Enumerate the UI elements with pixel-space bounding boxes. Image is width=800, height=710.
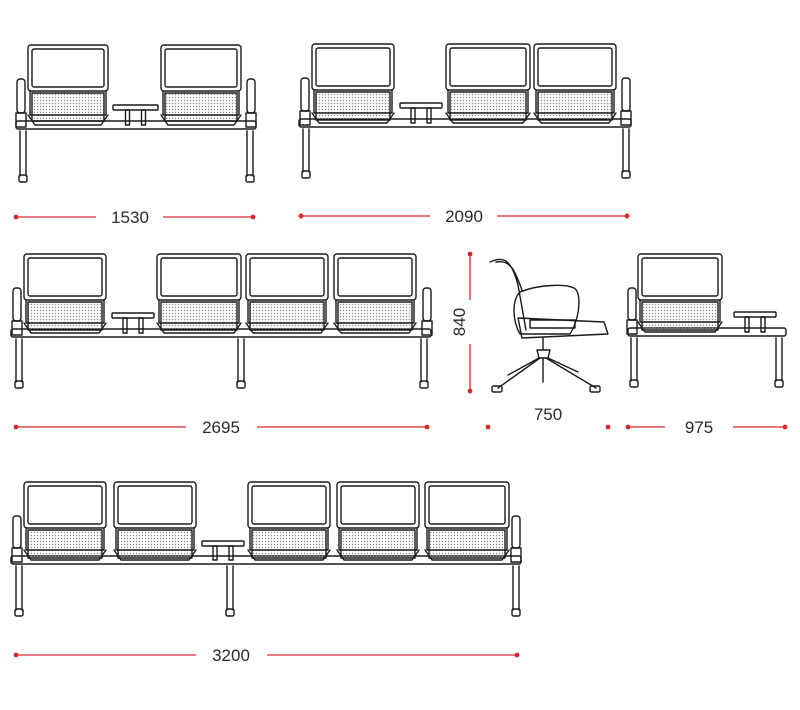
side-view-chair — [489, 258, 609, 393]
perforated-back — [315, 91, 391, 121]
leg — [419, 338, 429, 389]
dimension-endpoint — [605, 424, 611, 430]
dimension-label-840: 840 — [450, 308, 469, 336]
armrest — [11, 287, 23, 336]
dimension-endpoint — [625, 424, 631, 430]
leg — [245, 130, 255, 183]
foot — [589, 385, 601, 393]
seat — [445, 43, 531, 124]
perforated-back — [117, 529, 193, 559]
dimension-label-2695: 2695 — [202, 418, 240, 437]
dimension-endpoint — [467, 251, 473, 257]
leg — [629, 337, 639, 388]
leg — [225, 565, 235, 617]
perforated-back — [337, 301, 413, 331]
dimension-endpoint — [485, 424, 491, 430]
perforated-back — [164, 92, 238, 122]
dimension-endpoint — [298, 213, 304, 219]
armrest — [626, 287, 638, 335]
leg — [18, 130, 28, 183]
dimension-line — [625, 424, 788, 430]
dimension-line — [298, 213, 630, 219]
armrest — [510, 515, 522, 563]
dimension-label-3200: 3200 — [212, 646, 250, 665]
leg — [301, 128, 311, 179]
dimension-endpoint — [782, 424, 788, 430]
leg — [774, 337, 784, 388]
perforated-back — [251, 529, 327, 559]
perforated-back — [449, 91, 527, 121]
leg — [511, 565, 521, 617]
leg — [14, 565, 24, 617]
armrest — [421, 287, 433, 336]
seat — [156, 253, 242, 334]
perforated-back — [27, 301, 103, 331]
seat — [333, 253, 417, 334]
side-table — [201, 540, 245, 561]
dimension-label-2090: 2090 — [445, 207, 483, 226]
armrest — [299, 77, 311, 126]
seating-row — [10, 481, 522, 617]
seat — [23, 481, 107, 561]
perforated-back — [641, 301, 719, 331]
armrest — [11, 515, 23, 563]
side-table — [111, 312, 155, 334]
leg — [621, 128, 631, 179]
seating-row — [298, 43, 632, 179]
seat — [247, 481, 331, 561]
leg — [236, 338, 246, 389]
seating-row — [15, 44, 257, 183]
leg — [14, 338, 24, 389]
perforated-back — [537, 91, 613, 121]
armrest-loop — [513, 284, 580, 335]
perforated-back — [160, 301, 238, 331]
armrest — [15, 78, 27, 128]
dimension-label-750: 750 — [534, 405, 562, 424]
dimension-label-1530: 1530 — [111, 208, 149, 227]
foot — [491, 385, 503, 393]
perforated-back — [249, 301, 325, 331]
dimension-endpoint — [13, 652, 19, 658]
seat — [245, 253, 329, 334]
dimension-endpoint — [13, 424, 19, 430]
dimension-line — [13, 214, 256, 220]
seat — [160, 44, 242, 126]
dimension-line — [467, 251, 473, 394]
dimension-line — [13, 652, 520, 658]
side-table — [733, 311, 777, 333]
seat — [533, 43, 617, 124]
seating-row — [626, 253, 787, 388]
dimension-label-975: 975 — [685, 418, 713, 437]
dimension-endpoint — [424, 424, 430, 430]
chair-frame — [489, 258, 527, 331]
armrest — [620, 77, 632, 126]
side-table — [112, 104, 159, 126]
dimension-endpoint — [13, 214, 19, 220]
side-table — [399, 102, 443, 124]
perforated-back — [428, 529, 506, 559]
dimension-endpoint — [514, 652, 520, 658]
seat — [336, 481, 420, 561]
dimension-line — [485, 424, 611, 430]
seat — [113, 481, 197, 561]
swivel-column — [536, 337, 551, 359]
star-base — [497, 357, 597, 389]
armrest — [245, 78, 257, 128]
seat — [637, 253, 723, 333]
seating-row — [10, 253, 433, 389]
seat — [424, 481, 510, 561]
dimension-endpoint — [624, 213, 630, 219]
dimension-line — [13, 424, 430, 430]
dimension-endpoint — [250, 214, 256, 220]
seat — [23, 253, 107, 334]
perforated-back — [340, 529, 416, 559]
seat — [311, 43, 395, 124]
seat — [27, 44, 109, 126]
perforated-back — [27, 529, 103, 559]
dimension-lines — [13, 213, 788, 658]
perforated-back — [31, 92, 105, 122]
dimension-endpoint — [467, 388, 473, 394]
